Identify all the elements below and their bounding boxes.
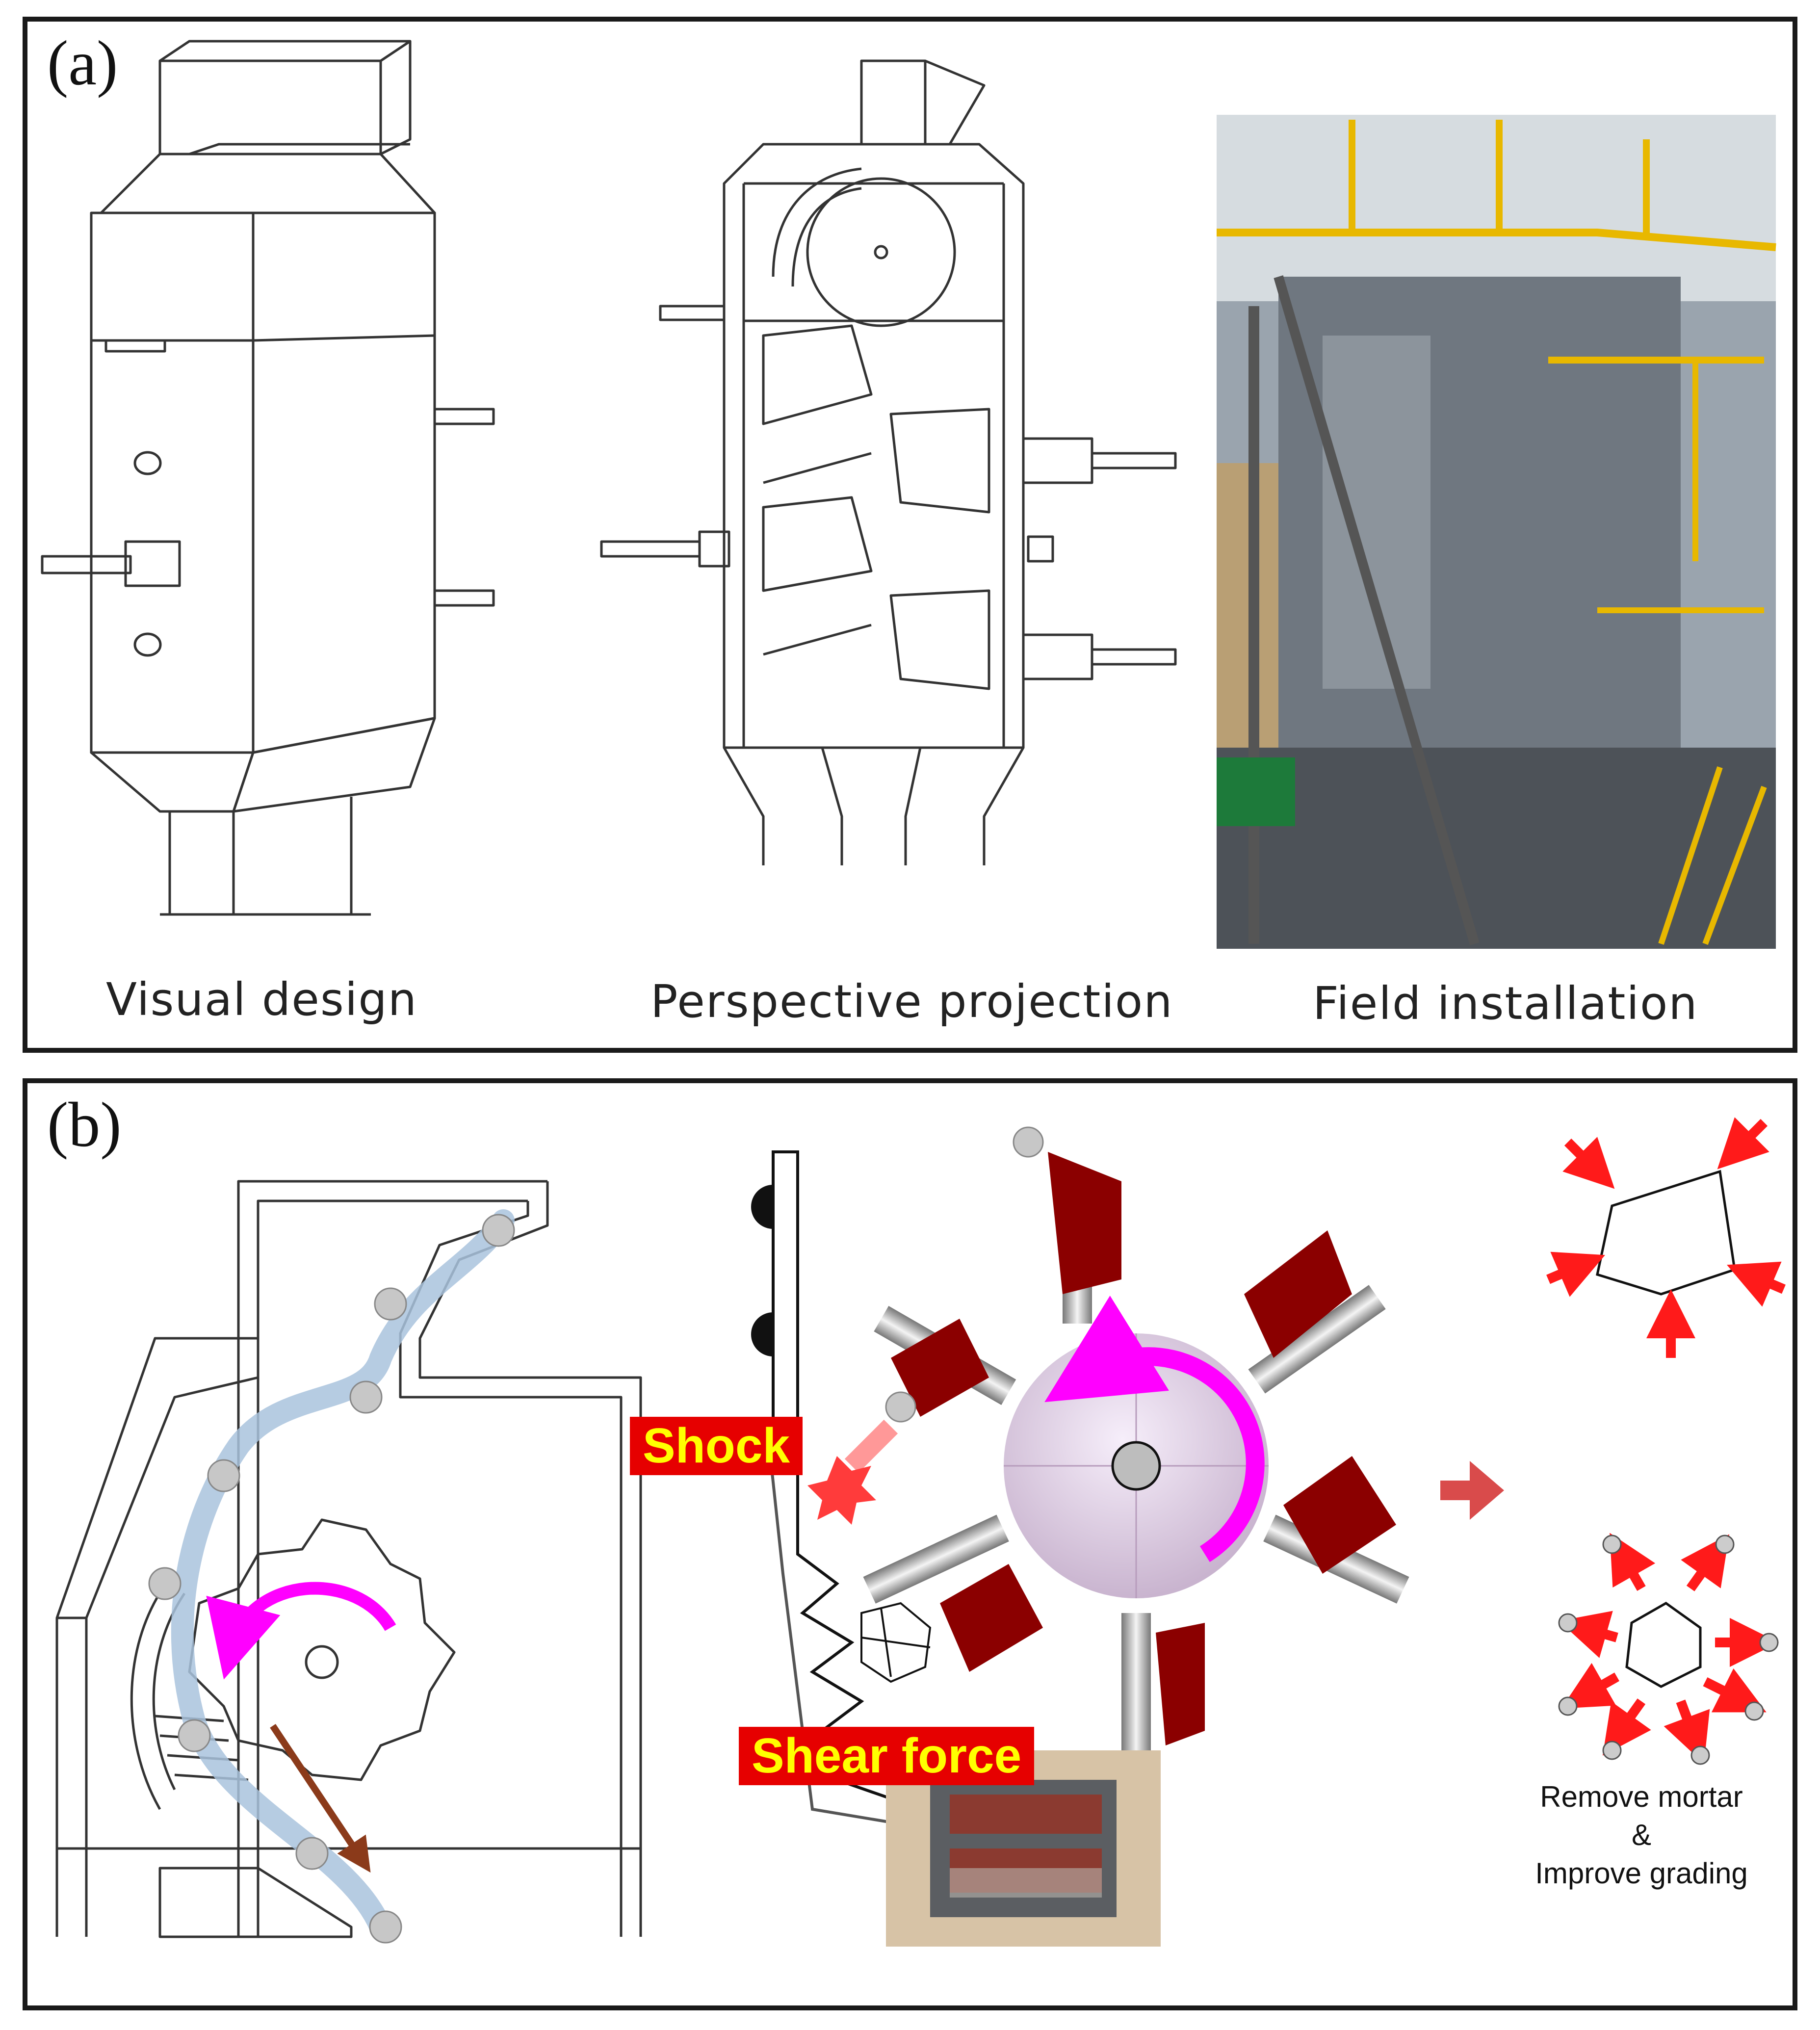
field-installation-photo — [1217, 115, 1776, 949]
feed-particles — [885, 1126, 1044, 1423]
caption-visual-design: Visual design — [106, 973, 418, 1026]
rotation-arrow-rotor — [1044, 1296, 1265, 1562]
shock-label: Shock — [630, 1417, 803, 1475]
hammer-blades — [891, 1152, 1396, 1745]
visual-design-drawing — [41, 40, 495, 916]
caption-field-installation: Field installation — [1313, 977, 1698, 1030]
mortar-fragments — [1558, 1535, 1779, 1765]
liner-plate — [751, 1150, 950, 1830]
panel-a-drawings — [41, 40, 1776, 949]
mortar-removal-diagram — [1596, 1170, 1736, 1688]
grading-note-line2: & — [1631, 1819, 1652, 1851]
rotation-arrow-left — [206, 1582, 396, 1680]
output-arrow — [1440, 1461, 1504, 1520]
perspective-projection-drawing — [600, 59, 1177, 865]
caption-perspective-projection: Perspective projection — [650, 975, 1173, 1028]
grading-note-line3: Improve grading — [1535, 1857, 1748, 1890]
shear-force-label: Shear force — [739, 1727, 1035, 1785]
crusher-cross-section — [55, 1180, 642, 1938]
fractured-particle — [860, 1602, 932, 1683]
rotor-shaft — [1111, 1441, 1161, 1491]
panel-a-label: (a) — [47, 28, 118, 99]
panel-b: (b) — [23, 1078, 1797, 2010]
material-flow-path — [171, 1209, 515, 1938]
outward-force-arrows — [1559, 1533, 1779, 1764]
shock-burst — [807, 1419, 898, 1525]
panel-b-label: (b) — [47, 1090, 122, 1160]
inward-force-arrows — [1546, 1117, 1786, 1358]
aggregate-particles — [148, 1214, 515, 1944]
discharge-arrow — [270, 1724, 371, 1873]
grading-note: Remove mortar & Improve grading — [1504, 1778, 1779, 1893]
panel-a: (a) — [23, 17, 1797, 1053]
grading-note-line1: Remove mortar — [1540, 1780, 1743, 1813]
panel-b-drawings — [55, 1117, 1786, 1947]
